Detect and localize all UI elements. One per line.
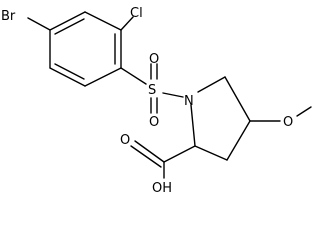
bond-carboxyl-o-a <box>134 140 165 163</box>
bond-s-n <box>162 92 184 98</box>
atom-o-carbonyl-label: O <box>120 133 130 148</box>
atom-o-sulfonyl-bottom-label: O <box>149 115 159 130</box>
atom-s-label: S <box>148 83 156 98</box>
atom-oh-label: OH <box>152 181 172 196</box>
bond-c-s <box>120 67 147 85</box>
bond-n-c5 <box>197 76 226 93</box>
bond-c-br <box>27 17 51 31</box>
bond-ring-c1-c2 <box>84 11 122 31</box>
bond-ring-c6-c1-inner <box>54 18 85 35</box>
bond-c5-c4 <box>224 76 251 122</box>
bond-c3-c2 <box>194 145 228 161</box>
bond-c-cl <box>120 16 134 31</box>
molecule-diagram: Br Cl S O O N O O OH <box>1 6 312 196</box>
bond-ring-c6-c1 <box>49 11 86 31</box>
atom-labels: Br Cl S O O N O O OH <box>1 6 293 196</box>
atom-o-methoxy-label: O <box>283 115 293 130</box>
atom-cl-label: Cl <box>130 6 143 21</box>
bond-c4-c3 <box>226 120 251 161</box>
atom-o-sulfonyl-top-label: O <box>149 52 159 67</box>
atom-br-label: Br <box>1 9 16 24</box>
bonds <box>27 11 312 179</box>
bond-ring-c4-c5-inner <box>54 63 85 80</box>
bond-ring-c4-c5 <box>49 67 86 87</box>
bond-c2-carboxyl <box>163 145 196 163</box>
bond-ring-c3-c4 <box>84 67 122 87</box>
bond-c2-n <box>190 104 196 147</box>
atom-n-label: N <box>184 94 194 109</box>
bond-carboxyl-o-b <box>130 145 162 168</box>
bond-o-methyl <box>296 106 312 117</box>
